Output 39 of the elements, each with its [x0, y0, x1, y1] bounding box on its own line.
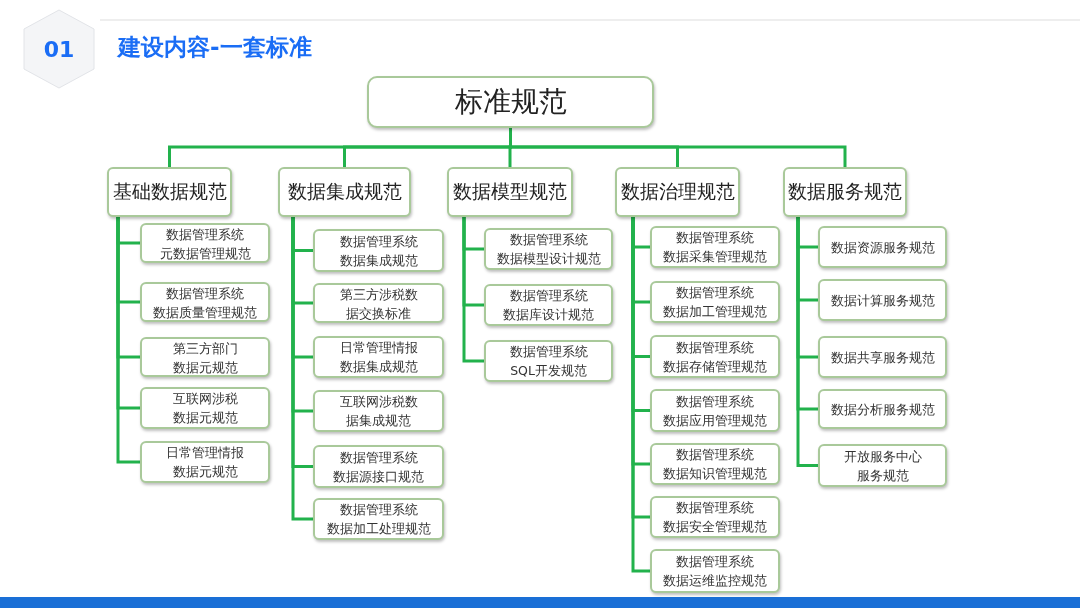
item-box: 数据管理系统数据运维监控规范 [650, 549, 780, 593]
item-box: 数据管理系统数据质量管理规范 [140, 282, 270, 322]
connector [796, 217, 818, 467]
connector [116, 217, 140, 464]
item-box: 日常管理情报数据集成规范 [313, 336, 444, 378]
item-box: 第三方涉税数据交换标准 [313, 283, 444, 323]
root-box: 标准规范 [367, 76, 654, 128]
connector [509, 128, 847, 167]
item-box: 数据管理系统数据知识管理规范 [650, 443, 780, 485]
item-box: 数据管理系统数据源接口规范 [313, 445, 444, 488]
item-box: 数据分析服务规范 [818, 389, 947, 429]
item-box: 数据管理系统数据库设计规范 [484, 284, 613, 326]
item-box: 数据管理系统数据存储管理规范 [650, 335, 780, 378]
category-box: 数据治理规范 [615, 167, 740, 217]
item-box: 数据资源服务规范 [818, 226, 947, 268]
item-box: 互联网涉税数据集成规范 [313, 390, 444, 432]
category-box: 数据集成规范 [278, 167, 411, 217]
connector [291, 217, 313, 521]
category-box: 基础数据规范 [107, 167, 232, 217]
item-box: 数据管理系统数据应用管理规范 [650, 389, 780, 432]
item-box: 数据管理系统元数据管理规范 [140, 223, 270, 263]
item-box: 互联网涉税数据元规范 [140, 387, 270, 429]
item-box: 数据管理系统数据集成规范 [313, 229, 444, 272]
connector [462, 217, 484, 363]
item-box: 数据管理系统数据采集管理规范 [650, 226, 780, 268]
item-box: 第三方部门数据元规范 [140, 337, 270, 377]
item-box: 数据管理系统数据模型设计规范 [484, 228, 613, 270]
title: 建设内容-一套标准 [118, 33, 312, 62]
category-box: 数据模型规范 [447, 167, 573, 217]
item-box: 数据管理系统数据加工处理规范 [313, 498, 444, 540]
item-box: 数据管理系统SQL开发规范 [484, 340, 613, 382]
item-box: 数据共享服务规范 [818, 336, 947, 378]
category-box: 数据服务规范 [783, 167, 907, 217]
item-box: 数据管理系统数据安全管理规范 [650, 496, 780, 538]
connector [631, 217, 650, 573]
item-box: 日常管理情报数据元规范 [140, 441, 270, 483]
item-box: 数据管理系统数据加工管理规范 [650, 281, 780, 323]
item-box: 数据计算服务规范 [818, 279, 947, 321]
item-box: 开放服务中心服务规范 [818, 444, 947, 487]
